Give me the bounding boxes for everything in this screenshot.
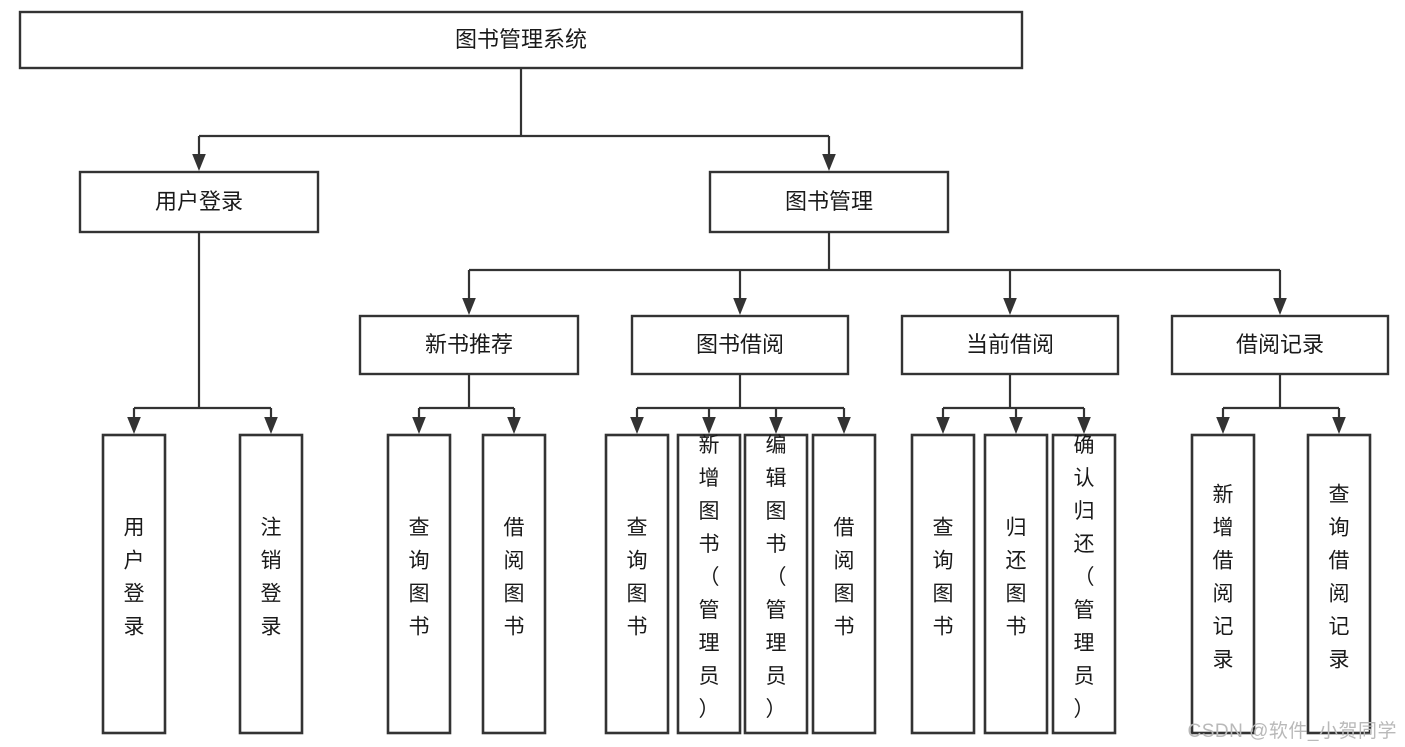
node-label: 图书借阅 [696,332,784,357]
arrow-head-icon [1009,416,1023,434]
arrow-head-icon [1077,416,1091,434]
node-new-book-recommend[interactable]: 新书推荐 [358,314,580,376]
node-leaf-query-book-cur[interactable]: 查询图书 [910,433,976,735]
node-leaf-return-book[interactable]: 归还图书 [983,433,1049,735]
arrow-head-icon [702,416,716,434]
arrow-head-icon [1273,297,1287,315]
arrow-head-icon [412,416,426,434]
arrow-head-icon [630,416,644,434]
node-box [238,433,304,735]
node-label: 注销登录 [261,517,282,639]
node-leaf-borrow-book[interactable]: 借阅图书 [811,433,877,735]
node-current-borrow[interactable]: 当前借阅 [900,314,1120,376]
arrow-head-icon [127,416,141,434]
node-label: 借阅图书 [834,517,855,639]
node-box [743,433,809,735]
arrow-head-icon [822,153,836,171]
node-label: 借阅记录 [1236,332,1324,357]
node-user-login[interactable]: 用户登录 [78,170,320,234]
node-book-borrow[interactable]: 图书借阅 [630,314,850,376]
node-leaf-query-book-borrow[interactable]: 查询图书 [604,433,670,735]
node-label: 归还图书 [1006,517,1027,639]
node-box [910,433,976,735]
node-box [900,314,1120,376]
node-label: 当前借阅 [966,332,1054,357]
node-label: 查询图书 [627,517,648,639]
node-leaf-add-record[interactable]: 新增借阅记录 [1190,433,1256,735]
node-label: 用户登录 [124,517,145,639]
node-label: 借阅图书 [504,517,525,639]
node-box [1190,433,1256,735]
node-box [481,433,547,735]
arrow-head-icon [192,153,206,171]
node-box [78,170,320,234]
arrow-head-icon [936,416,950,434]
node-label: 用户登录 [155,189,243,214]
node-box [811,433,877,735]
node-box [708,170,950,234]
node-leaf-user-login[interactable]: 用户登录 [101,433,167,735]
node-box [1306,433,1372,735]
arrow-head-icon [507,416,521,434]
node-leaf-add-book[interactable]: 新增图书（管理员） [676,433,742,735]
node-label: 新增借阅记录 [1213,484,1234,672]
node-box [386,433,452,735]
node-box [1051,433,1117,735]
arrow-head-icon [769,416,783,434]
arrow-head-icon [462,297,476,315]
node-leaf-edit-book[interactable]: 编辑图书（管理员） [743,433,809,735]
node-leaf-user-logout[interactable]: 注销登录 [238,433,304,735]
node-label: 查询图书 [933,517,954,639]
arrow-head-icon [1332,416,1346,434]
node-book-manage[interactable]: 图书管理 [708,170,950,234]
node-leaf-confirm-return[interactable]: 确认归还（管理员） [1051,433,1117,735]
node-leaf-borrow-book-rec[interactable]: 借阅图书 [481,433,547,735]
node-box [1170,314,1390,376]
node-box [101,433,167,735]
node-box [983,433,1049,735]
node-label: 查询图书 [409,517,430,639]
node-label: 图书管理 [785,189,873,214]
node-label: 图书管理系统 [455,27,587,52]
arrow-head-icon [1216,416,1230,434]
node-root[interactable]: 图书管理系统 [18,10,1024,70]
node-label: 查询借阅记录 [1329,484,1350,672]
node-label: 编辑图书（管理员） [766,434,787,721]
arrow-head-icon [1003,297,1017,315]
node-label: 新增图书（管理员） [699,434,720,721]
node-box [676,433,742,735]
node-box [358,314,580,376]
arrow-head-icon [733,297,747,315]
node-label: 确认归还（管理员） [1074,434,1095,721]
node-leaf-query-record[interactable]: 查询借阅记录 [1306,433,1372,735]
arrow-head-icon [837,416,851,434]
node-box [630,314,850,376]
node-leaf-query-book-rec[interactable]: 查询图书 [386,433,452,735]
node-box [18,10,1024,70]
arrow-head-icon [264,416,278,434]
node-label: 新书推荐 [425,332,513,357]
node-borrow-record[interactable]: 借阅记录 [1170,314,1390,376]
node-box [604,433,670,735]
